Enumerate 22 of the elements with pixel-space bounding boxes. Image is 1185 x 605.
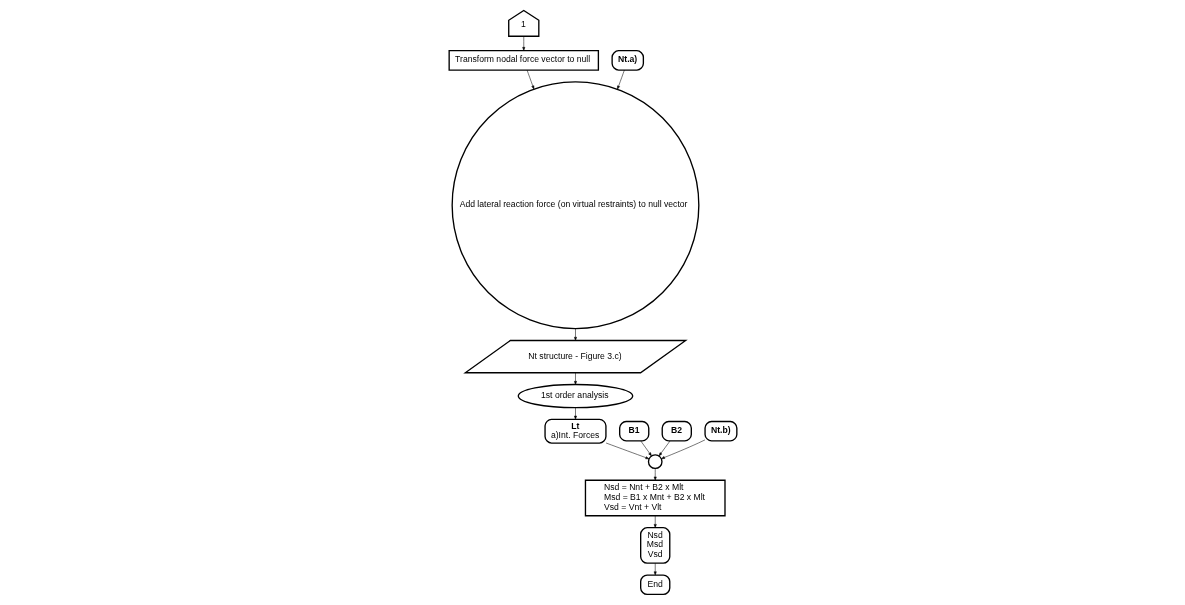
node-box: Nt.a) bbox=[610, 50, 644, 71]
node-box: Lt a)Int. Forces bbox=[543, 418, 607, 444]
arrow bbox=[573, 372, 577, 385]
node-box: Transform nodal force vector to null bbox=[447, 50, 599, 71]
arrow bbox=[526, 69, 534, 90]
arrow bbox=[653, 515, 657, 528]
node-box: End bbox=[639, 574, 670, 596]
arrow bbox=[653, 563, 657, 576]
arrow bbox=[616, 69, 625, 90]
arrow bbox=[658, 440, 670, 457]
arrow bbox=[521, 36, 525, 51]
node-box: B2 bbox=[661, 420, 692, 442]
node-box: B1 bbox=[618, 420, 649, 442]
arrow bbox=[653, 468, 657, 481]
arrow bbox=[573, 407, 577, 420]
node-box: Nsd = Nnt + B2 x Mlt Msd = B1 x Mnt + B2 x Mlt Vsd = Vnt + Vlt bbox=[584, 479, 726, 517]
arrow bbox=[605, 442, 649, 460]
arrow bbox=[573, 328, 577, 341]
arrow bbox=[660, 439, 705, 459]
node-box: Nt.b) bbox=[703, 420, 738, 442]
node-circle: Add lateral reaction force (on virtual restraints) to null vector bbox=[451, 81, 699, 330]
arrow bbox=[640, 440, 652, 457]
